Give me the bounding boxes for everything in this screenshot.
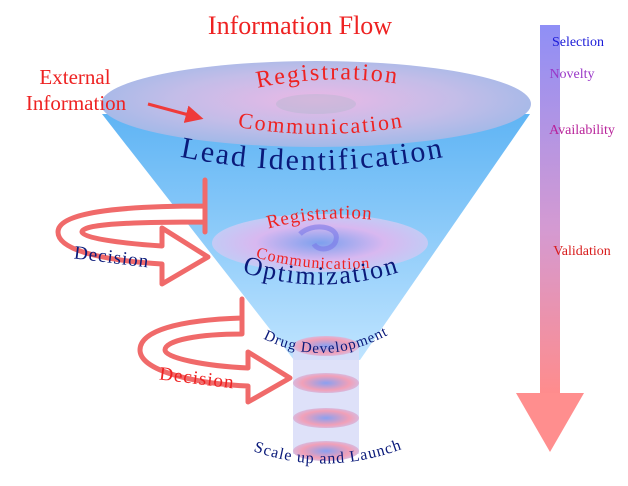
criteria-validation: Validation: [553, 244, 611, 259]
external-info-label-line2: Information: [26, 91, 127, 115]
criteria-availability: Availability: [549, 123, 615, 138]
criteria-novelty: Novelty: [549, 67, 594, 82]
diagram-title: Information Flow: [208, 11, 392, 40]
external-info-label-line1: External: [39, 65, 110, 89]
external-info-arrow: [147, 102, 204, 123]
decision-arrow-1: [55, 177, 211, 287]
criteria-selection: Selection: [552, 35, 604, 50]
criteria-arrow: [516, 25, 584, 452]
production-cylinder: [293, 336, 359, 461]
funnel-body: [101, 61, 531, 360]
decision-arrow-2: [137, 296, 293, 405]
